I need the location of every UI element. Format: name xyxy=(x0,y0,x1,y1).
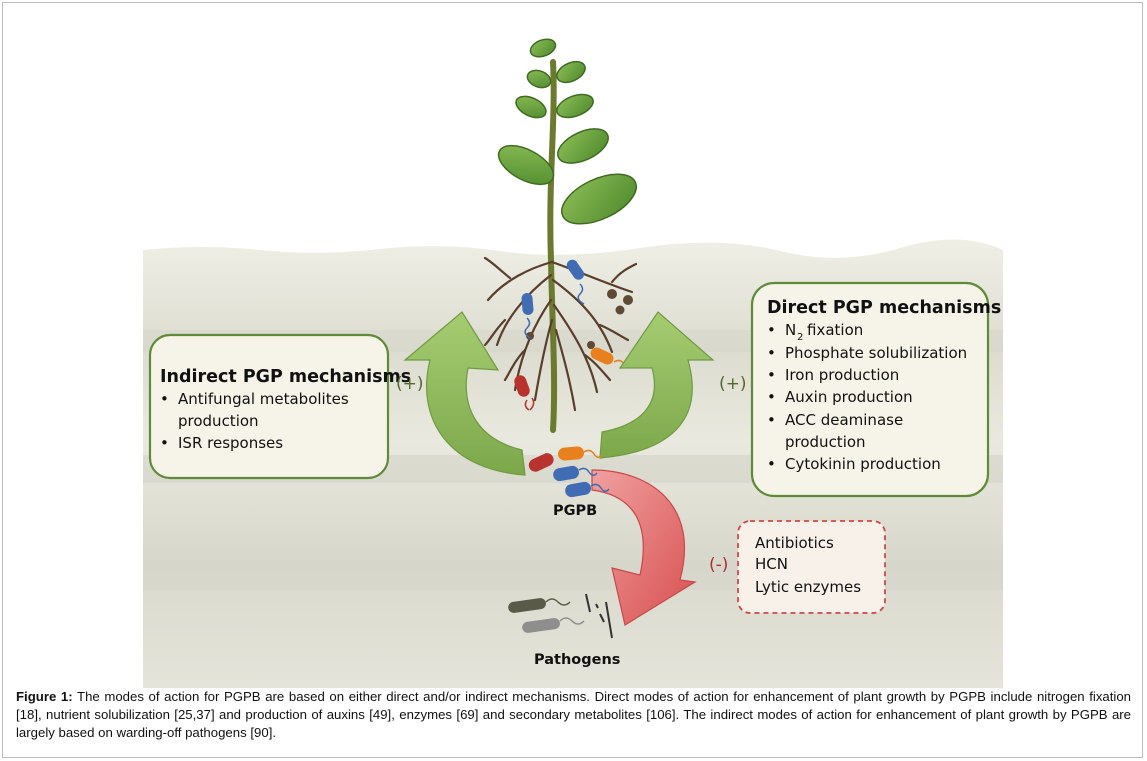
figure-illustration: Indirect PGP mechanisms • Antifungal met… xyxy=(143,38,1003,688)
indirect-mechanisms-box xyxy=(148,333,390,480)
direct-mechanisms-box xyxy=(750,281,990,498)
caption-label: Figure 1: xyxy=(16,689,73,704)
pathogen-bacteria-icon xyxy=(508,598,585,633)
caption-text: The modes of action for PGPB are based o… xyxy=(16,689,1132,740)
right-plus-sign: (+) xyxy=(719,374,747,394)
indirect-item: • Antifungal metabolites production • IS… xyxy=(160,390,349,452)
direct-item: • N 2 fixation • Phosphate solubilizatio… xyxy=(767,321,967,473)
pathogens-label: Pathogens xyxy=(534,652,620,668)
plant-stem xyxy=(547,59,558,433)
svg-text:•: • xyxy=(767,411,776,429)
svg-text:Auxin production: Auxin production xyxy=(785,388,913,406)
svg-text:fixation: fixation xyxy=(807,321,863,339)
direct-mechanisms-title: Direct PGP mechanisms xyxy=(767,298,1001,318)
svg-text:production: production xyxy=(178,412,259,430)
right-green-arrow xyxy=(599,311,715,459)
svg-text:•: • xyxy=(160,390,169,408)
svg-text:Phosphate solubilization: Phosphate solubilization xyxy=(785,344,967,362)
antimicrobial-box xyxy=(737,520,886,614)
svg-text:Antibiotics: Antibiotics xyxy=(755,534,834,552)
pgpb-label: PGPB xyxy=(553,503,597,519)
left-green-arrow xyxy=(403,311,526,476)
svg-text:•: • xyxy=(160,434,169,452)
svg-text:ACC deaminase: ACC deaminase xyxy=(785,411,903,429)
figure-caption: Figure 1: The modes of action for PGPB a… xyxy=(16,688,1131,742)
svg-text:production: production xyxy=(785,433,866,451)
svg-text:ISR responses: ISR responses xyxy=(178,434,283,452)
leaf-icon xyxy=(497,38,637,225)
root-nodules xyxy=(526,289,633,349)
svg-text:HCN: HCN xyxy=(755,555,788,573)
left-plus-sign: (+) xyxy=(396,374,424,394)
inhibition-mark-icon xyxy=(585,593,613,639)
svg-text:•: • xyxy=(767,344,776,362)
svg-text:Lytic enzymes: Lytic enzymes xyxy=(755,578,861,596)
indirect-mechanisms-title: Indirect PGP mechanisms xyxy=(160,367,411,387)
svg-text:•: • xyxy=(767,388,776,406)
svg-text:Antifungal metabolites: Antifungal metabolites xyxy=(178,390,349,408)
pgpb-bacteria-icon xyxy=(528,446,610,498)
svg-text:•: • xyxy=(767,321,776,339)
antimicrobial-item: Antibiotics HCN Lytic enzymes xyxy=(755,534,861,596)
svg-text:•: • xyxy=(767,455,776,473)
red-inhibition-arrow xyxy=(591,469,697,626)
svg-text:Iron production: Iron production xyxy=(785,366,899,384)
minus-sign: (-) xyxy=(709,555,728,575)
svg-text:2: 2 xyxy=(797,332,803,343)
svg-text:Cytokinin production: Cytokinin production xyxy=(785,455,941,473)
svg-text:•: • xyxy=(767,366,776,384)
roots xyxy=(483,256,638,412)
svg-text:N: N xyxy=(785,321,796,339)
